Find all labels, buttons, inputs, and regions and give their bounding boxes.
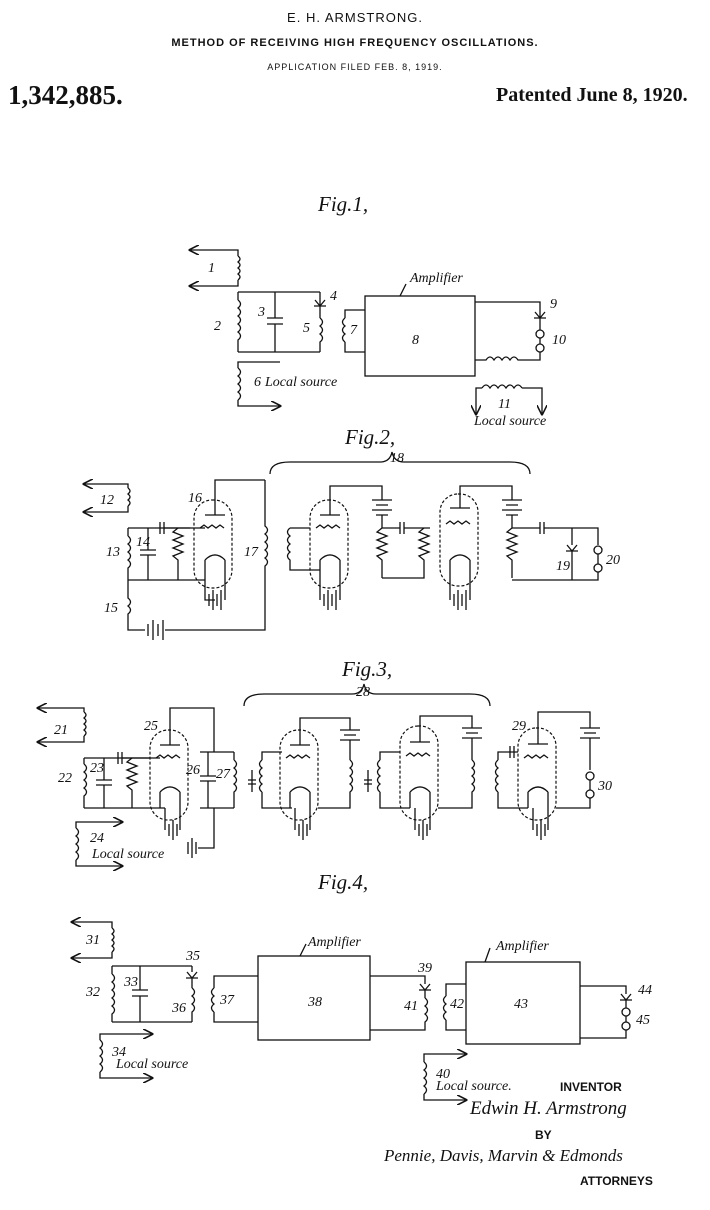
fig4-label-36: 36 bbox=[171, 1001, 186, 1016]
fig4-local-source-b: Local source. bbox=[435, 1079, 512, 1094]
fig4-label-45: 45 bbox=[636, 1013, 650, 1028]
fig2-label-16: 16 bbox=[188, 491, 202, 506]
inventor-signature: Edwin H. Armstrong bbox=[470, 1098, 627, 1119]
fig1-label-5: 5 bbox=[303, 321, 310, 336]
fig4-local-source-a: Local source bbox=[115, 1057, 188, 1072]
fig1-label-10: 10 bbox=[552, 333, 566, 348]
fig1-label-8: 8 bbox=[412, 333, 419, 348]
fig2-label-17: 17 bbox=[244, 545, 259, 560]
fig3-title: Fig.3, bbox=[341, 657, 392, 681]
fig4-label-33: 33 bbox=[123, 975, 138, 990]
signature-block: INVENTOR Edwin H. Armstrong BY Pennie, D… bbox=[380, 1078, 700, 1198]
fig2-label-13: 13 bbox=[106, 545, 120, 560]
fig1-label-7: 7 bbox=[350, 323, 358, 338]
fig2-label-12: 12 bbox=[100, 493, 114, 508]
fig4-label-44: 44 bbox=[638, 983, 652, 998]
fig3-local-source: Local source bbox=[91, 847, 164, 862]
figure-2: Fig.2, 18 12 13 14 16 17 15 bbox=[84, 425, 620, 640]
fig4-label-40: 40 bbox=[436, 1067, 450, 1082]
fig2-label-15: 15 bbox=[104, 601, 118, 616]
fig1-local-source-a: Local source bbox=[264, 375, 337, 390]
fig4-label-42: 42 bbox=[450, 997, 464, 1012]
fig3-label-21: 21 bbox=[54, 723, 68, 738]
fig2-label-20: 20 bbox=[606, 553, 620, 568]
application-date: APPLICATION FILED FEB. 8, 1919. bbox=[267, 62, 443, 72]
fig3-label-25: 25 bbox=[144, 719, 158, 734]
patent-title: METHOD OF RECEIVING HIGH FREQUENCY OSCIL… bbox=[171, 37, 539, 49]
fig3-label-22: 22 bbox=[58, 771, 72, 786]
fig3-label-29: 29 bbox=[512, 719, 526, 734]
figure-4: Fig.4, 31 32 33 35 36 37 38 Amplifier 39… bbox=[72, 870, 652, 1100]
inventor-header: E. H. ARMSTRONG. bbox=[287, 10, 423, 25]
fig1-title: Fig.1, bbox=[317, 192, 368, 216]
by-label: BY bbox=[535, 1128, 552, 1142]
attorney-signature: Pennie, Davis, Marvin & Edmonds bbox=[384, 1146, 623, 1165]
fig1-local-source-b: Local source bbox=[473, 414, 546, 429]
fig3-label-23: 23 bbox=[90, 761, 104, 776]
fig4-amplifier-a: Amplifier bbox=[307, 935, 361, 950]
fig4-label-35: 35 bbox=[185, 949, 200, 964]
fig1-label-11: 11 bbox=[498, 397, 511, 412]
fig4-label-31: 31 bbox=[85, 933, 100, 948]
fig2-title: Fig.2, bbox=[344, 425, 395, 449]
fig1-label-4: 4 bbox=[330, 289, 337, 304]
fig1-label-3: 3 bbox=[257, 305, 265, 320]
fig2-label-14: 14 bbox=[136, 535, 150, 550]
fig4-label-41: 41 bbox=[404, 999, 418, 1014]
fig3-label-24: 24 bbox=[90, 831, 104, 846]
figure-3: Fig.3, 28 21 22 23 25 26 27 24 Local sou… bbox=[38, 657, 612, 866]
attorneys-label: ATTORNEYS bbox=[580, 1174, 653, 1188]
patent-date: Patented June 8, 1920. bbox=[496, 84, 688, 106]
fig2-label-18: 18 bbox=[390, 451, 404, 466]
fig3-label-27: 27 bbox=[216, 767, 231, 782]
fig4-label-39: 39 bbox=[417, 961, 432, 976]
fig1-label-9: 9 bbox=[550, 297, 557, 312]
fig1-label-2: 2 bbox=[214, 319, 221, 334]
fig4-amplifier-b: Amplifier bbox=[495, 939, 549, 954]
fig2-label-19: 19 bbox=[556, 559, 570, 574]
fig4-label-32: 32 bbox=[85, 985, 100, 1000]
fig3-label-30: 30 bbox=[597, 779, 612, 794]
fig1-label-1: 1 bbox=[208, 261, 215, 276]
figure-1: Fig.1, 1 2 3 4 5 7 8 Amplifier 9 10 bbox=[190, 192, 566, 429]
fig1-amplifier-text: Amplifier bbox=[409, 271, 463, 286]
fig4-label-34: 34 bbox=[111, 1045, 126, 1060]
fig3-label-28: 28 bbox=[356, 685, 370, 700]
fig4-label-37: 37 bbox=[219, 993, 235, 1008]
fig4-label-38: 38 bbox=[307, 995, 322, 1010]
fig1-label-6: 6 bbox=[254, 375, 261, 390]
patent-number: 1,342,885. bbox=[8, 80, 123, 110]
fig4-title: Fig.4, bbox=[317, 870, 368, 894]
inventor-label: INVENTOR bbox=[560, 1080, 622, 1094]
fig3-label-26: 26 bbox=[186, 763, 200, 778]
fig4-label-43: 43 bbox=[514, 997, 528, 1012]
